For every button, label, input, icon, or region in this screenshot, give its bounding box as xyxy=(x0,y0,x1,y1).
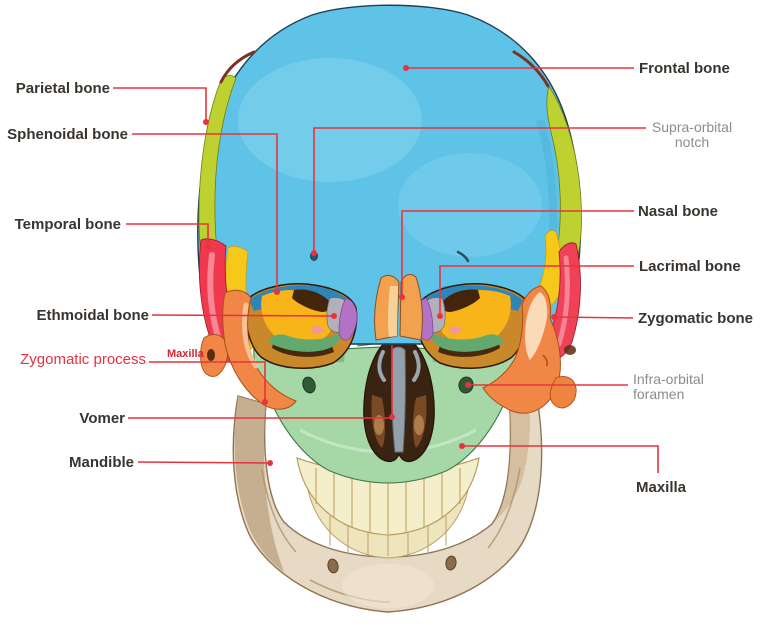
label-ethmoidal-bone: Ethmoidal bone xyxy=(36,307,150,324)
leader-vomer xyxy=(128,345,395,420)
label-nasal-bone: Nasal bone xyxy=(638,203,719,220)
teeth-upper xyxy=(296,457,480,536)
vomer-shape xyxy=(391,346,406,453)
leader-frontal-bone xyxy=(403,65,634,71)
mandible-shape xyxy=(232,393,543,613)
leader-supra-orbital-notch xyxy=(311,127,646,256)
label-supra-orbital-notch: Supra-orbital notch xyxy=(650,120,734,150)
leader-lines xyxy=(113,65,659,473)
leader-nasal-bone xyxy=(399,210,634,300)
leader-ethmoidal-bone xyxy=(151,313,337,319)
label-infra-orbital-foramen: Infra-orbital foramen xyxy=(633,372,704,402)
label-mandible: Mandible xyxy=(68,454,134,471)
label-vomer: Vomer xyxy=(79,410,125,427)
leader-maxilla xyxy=(459,443,659,473)
leader-mandible xyxy=(137,460,273,466)
label-temporal-bone: Temporal bone xyxy=(14,216,121,233)
label-supra-orbital-line2: notch xyxy=(674,134,710,150)
leader-zygomatic-bone xyxy=(551,314,634,320)
leader-sphenoidal-bone xyxy=(132,133,280,295)
leader-parietal-bone xyxy=(113,87,209,125)
lacrimal-left-shape xyxy=(338,297,358,341)
label-infra-orbital-line2: foramen xyxy=(633,386,685,402)
label-maxilla: Maxilla xyxy=(636,479,687,496)
label-zygomatic-bone: Zygomatic bone xyxy=(638,310,754,327)
label-lacrimal-bone: Lacrimal bone xyxy=(639,258,741,275)
label-supra-orbital-line1: Supra-orbital xyxy=(651,119,733,135)
label-infra-orbital-line1: Infra-orbital xyxy=(633,371,704,387)
orbit-left-group xyxy=(245,283,358,369)
leader-lacrimal-bone xyxy=(437,265,634,319)
nasal-bones-shape xyxy=(374,274,423,341)
label-parietal-bone: Parietal bone xyxy=(15,80,110,97)
leader-temporal-bone xyxy=(126,223,211,250)
leader-zygomatic-process xyxy=(149,361,268,405)
nasal-aperture-shape xyxy=(363,333,435,463)
orbit-right-group xyxy=(414,283,528,369)
label-zygomatic-process-maxilla: Maxilla xyxy=(167,348,204,360)
label-sphenoidal-bone: Sphenoidal bone xyxy=(7,126,128,143)
leader-infra-orbital-foramen xyxy=(465,382,628,388)
label-frontal-bone: Frontal bone xyxy=(639,60,730,77)
label-zygomatic-process: Zygomatic process xyxy=(20,351,146,368)
